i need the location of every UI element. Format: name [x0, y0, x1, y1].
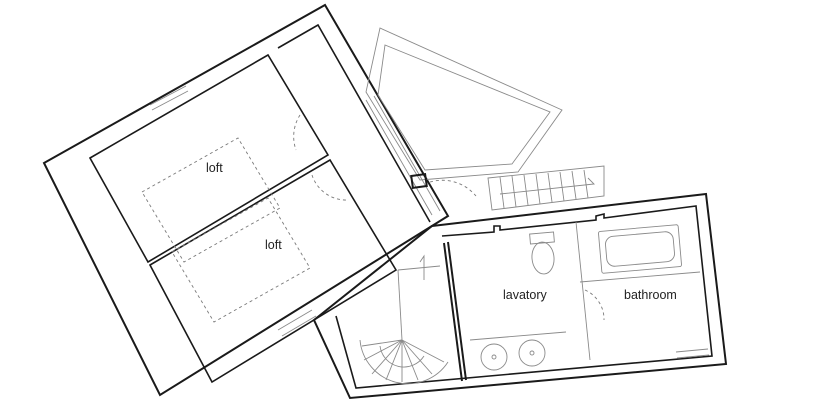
bathtub [598, 224, 682, 274]
stair-outline [487, 165, 605, 211]
spiral-tread [363, 339, 403, 361]
sink-right [518, 339, 546, 367]
loft-lower-room-outline [148, 158, 398, 384]
partition-stair-lavatory-2 [443, 242, 463, 382]
spiral-stair-outer [359, 339, 449, 385]
window-lower-2 [281, 315, 317, 337]
sink-left-drain [491, 354, 497, 360]
toilet-bowl [531, 241, 555, 275]
lavatory-label: lavatory [503, 288, 548, 302]
loft-upper-label: loft [206, 161, 223, 175]
stair-landing [410, 165, 605, 211]
stair-tread [523, 174, 529, 206]
window-upper-left [149, 85, 187, 106]
window-lower [277, 309, 313, 331]
stair-hall-line [397, 265, 441, 271]
partition-stair-lavatory [447, 241, 467, 381]
sink-left [480, 343, 508, 371]
bath-block-inner-wall [335, 205, 713, 389]
skylight-mullion-2 [373, 95, 441, 212]
loft-upper-hatch [141, 137, 281, 263]
window-right [675, 348, 709, 353]
stair-tread [499, 176, 505, 209]
vanity [469, 331, 567, 341]
stair-tread [547, 172, 553, 203]
skylight-outer [365, 27, 563, 181]
spiral-tread [361, 339, 403, 347]
bath-block: lavatory bathroom [312, 192, 728, 400]
window-right-2 [676, 354, 710, 359]
loft-upper-room-outline [88, 53, 330, 264]
door-swing-landing [429, 179, 477, 197]
spiral-stair [359, 254, 449, 385]
stair-tread [535, 173, 541, 205]
window-upper-left-2 [151, 90, 189, 111]
bath-block-outer-wall [312, 192, 728, 400]
door-swing-lower [311, 174, 349, 201]
landing-wall-block [410, 172, 428, 190]
partition-lavatory-bathroom [575, 221, 591, 361]
skylight-inner [377, 44, 551, 171]
partition-bathroom-upper [579, 271, 701, 283]
spiral-tread [401, 339, 419, 381]
door-swing-bathroom [584, 289, 605, 321]
skylight-mullion [365, 99, 433, 216]
bathroom-label: bathroom [624, 288, 677, 302]
spiral-tread [401, 339, 445, 363]
bathtub-basin [605, 231, 675, 267]
spiral-tread [385, 339, 403, 381]
loft-lower-label: loft [265, 238, 282, 252]
corridor-inner-wall [277, 23, 431, 223]
loft-lower-hatch [171, 197, 311, 323]
spiral-stair-rail [397, 269, 403, 341]
toilet-tank [529, 231, 555, 245]
loft-block-outer-wall [42, 3, 450, 397]
stair-up-arrow [419, 254, 425, 280]
spiral-tread [371, 339, 403, 375]
loft-block: loft loft [42, 3, 450, 397]
stair-tread [559, 171, 565, 202]
spiral-stair-inner [379, 345, 425, 368]
stair-tread [511, 175, 517, 208]
stair-tread [583, 169, 589, 199]
stair-direction-arrow [499, 177, 595, 195]
sink-right-drain [529, 350, 535, 356]
stair-tread [571, 170, 577, 200]
skylight [365, 27, 563, 216]
spiral-tread [401, 339, 433, 375]
door-swing-upper [293, 114, 301, 151]
